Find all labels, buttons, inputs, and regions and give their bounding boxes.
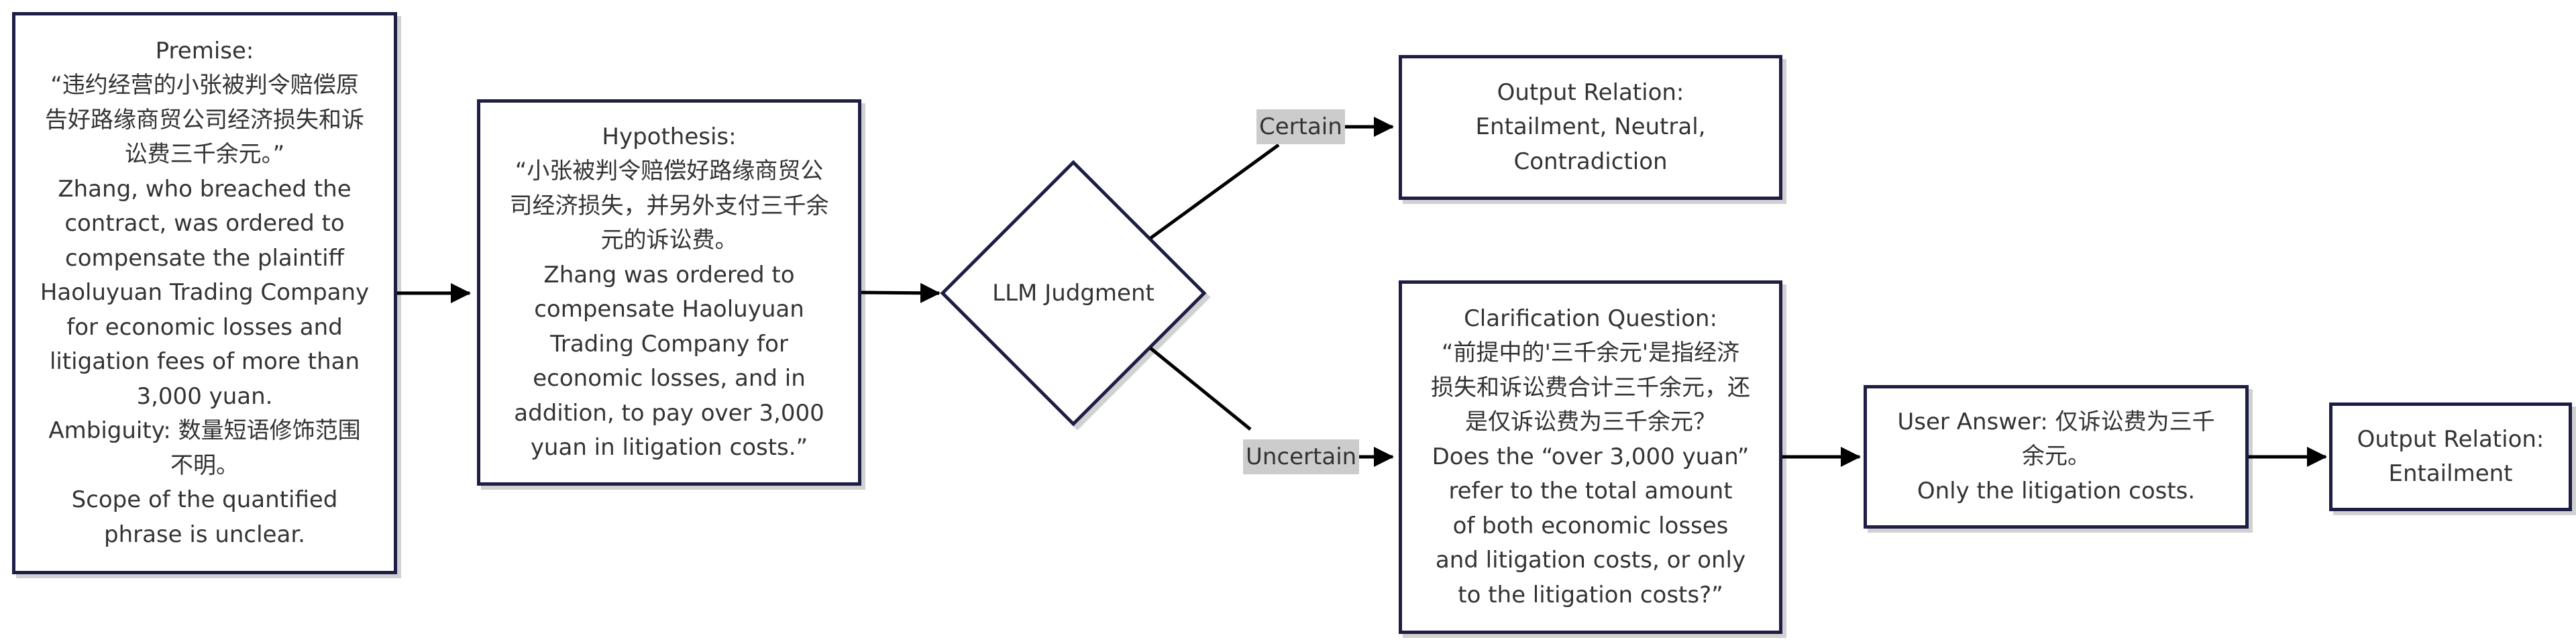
premise-box: Premise: “违约经营的小张被判令赔偿原 告好路缘商贸公司经济损失和诉 讼… [12, 12, 397, 574]
clarification-line: refer to the total amount [1448, 478, 1733, 505]
hypothesis-line: Zhang was ordered to [543, 261, 795, 288]
hypothesis-line: 司经济损失，并另外支付三千余 [509, 192, 829, 219]
clarification-line: of both economic losses [1452, 512, 1729, 539]
premise-line: 讼费三千余元。” [124, 141, 285, 168]
edge-label-certain: Certain [1256, 109, 1345, 144]
premise-line: contract, was ordered to [64, 210, 345, 237]
clarification-line: and litigation costs, or only [1435, 547, 1746, 574]
user-answer-line: 余元。 [2022, 443, 2090, 470]
output-certain-box: Output Relation: Entailment, Neutral, Co… [1399, 55, 1782, 200]
clarification-line: “前提中的'三千余元'是指经济 [1441, 339, 1740, 367]
premise-line: Zhang, who breached the [58, 175, 352, 203]
output-certain-line: Output Relation: [1497, 78, 1684, 106]
judgment-label: LLM Judgment [992, 280, 1155, 307]
hypothesis-line: yuan in litigation costs.” [530, 434, 808, 461]
output-final-line: Output Relation: [2357, 425, 2544, 453]
clarification-line: Does the “over 3,000 yuan” [1432, 443, 1750, 470]
hypothesis-line: addition, to pay over 3,000 [514, 399, 824, 427]
hypothesis-line: “小张被判令赔偿好路缘商贸公 [515, 158, 824, 184]
premise-line: for economic losses and [66, 313, 343, 341]
judgment-diamond [940, 160, 1207, 427]
premise-line: Scope of the quantified [71, 486, 338, 514]
user-answer-line: User Answer: 仅诉讼费为三千 [1897, 408, 2215, 435]
hypothesis-line: Hypothesis: [602, 123, 737, 150]
premise-line: 告好路缘商贸公司经济损失和诉 [45, 106, 364, 133]
output-certain-line: Contradiction [1513, 148, 1668, 175]
output-certain-line: Entailment, Neutral, [1475, 113, 1706, 141]
hypothesis-line: Trading Company for [550, 330, 788, 358]
hypothesis-line: 元的诉讼费。 [600, 227, 738, 254]
clarification-line: 损失和诉讼费合计三千余元，还 [1431, 374, 1750, 401]
clarification-line: Clarification Question: [1464, 305, 1717, 332]
premise-line: 不明。 [170, 451, 239, 479]
premise-line: phrase is unclear. [103, 521, 305, 548]
clarification-line: 是仅诉讼费为三千余元？ [1465, 409, 1716, 436]
clarification-box: Clarification Question: “前提中的'三千余元'是指经济 … [1399, 280, 1782, 634]
hypothesis-line: compensate Haoluyuan [534, 296, 804, 323]
premise-line: Ambiguity: 数量短语修饰范围 [48, 417, 361, 445]
output-final-line: Entailment [2388, 460, 2513, 487]
premise-line: Premise: [155, 37, 254, 64]
edge-label-uncertain: Uncertain [1243, 439, 1360, 474]
user-answer-line: Only the litigation costs. [1917, 477, 2196, 504]
premise-line: “违约经营的小张被判令赔偿原 [50, 72, 359, 99]
premise-line: compensate the plaintiff [65, 244, 344, 272]
edge-judgment-certain [1149, 143, 1280, 240]
user-answer-box: User Answer: 仅诉讼费为三千 余元。 Only the litiga… [1864, 385, 2249, 529]
premise-line: Haoluyuan Trading Company [40, 279, 370, 307]
premise-line: litigation fees of more than [49, 348, 360, 376]
clarification-line: to the litigation costs?” [1458, 581, 1723, 608]
hypothesis-box: Hypothesis: “小张被判令赔偿好路缘商贸公 司经济损失，并另外支付三千… [477, 99, 861, 486]
edge-hypothesis-judgment [861, 282, 941, 303]
premise-line: 3,000 yuan. [136, 382, 273, 410]
output-final-box: Output Relation: Entailment [2329, 402, 2572, 511]
edge-judgment-uncertain [1149, 347, 1252, 431]
hypothesis-line: economic losses, and in [533, 365, 806, 392]
